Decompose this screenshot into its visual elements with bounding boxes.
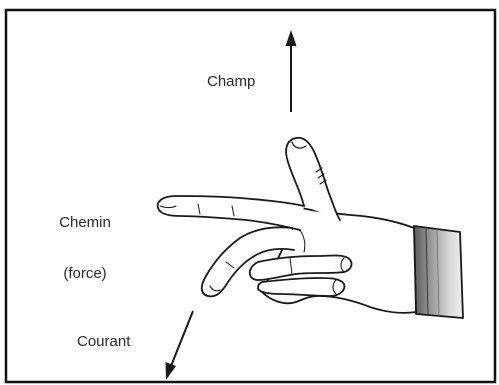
chemin-label: Chemin (force): [53, 180, 117, 299]
chemin-label-line1: Chemin: [53, 214, 117, 231]
chemin-label-line2: (force): [53, 265, 117, 282]
champ-label: Champ: [207, 73, 255, 90]
little-finger: [258, 278, 344, 296]
courant-label: Courant: [77, 333, 130, 350]
